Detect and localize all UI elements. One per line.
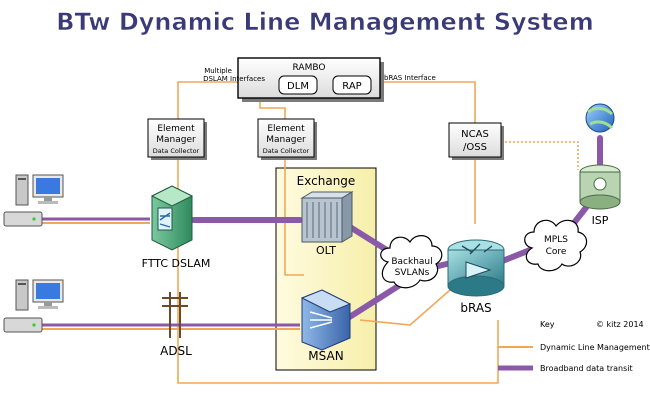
em2-line1: Element	[267, 124, 305, 134]
adsl-label: ADSL	[160, 344, 192, 358]
isp-icon	[579, 164, 621, 210]
modem-icon	[3, 317, 43, 333]
dlm-label: DLM	[287, 81, 309, 92]
rap-label: RAP	[342, 81, 361, 92]
mpls-line1: MPLS	[544, 235, 568, 245]
em2-line3: Data Collector	[263, 147, 310, 155]
key-dlm-label: Dynamic Line Management	[540, 343, 650, 352]
ncas-oss-box: NCAS /OSS	[448, 122, 504, 160]
cpe-computer-1	[3, 174, 64, 227]
em1-line2: Manager	[156, 135, 196, 145]
copyright-text: © kitz 2014	[596, 320, 644, 329]
mpls-line2: Core	[546, 247, 567, 257]
msan-icon	[300, 289, 352, 351]
exchange-label: Exchange	[297, 174, 356, 188]
mpls-cloud: MPLS Core	[524, 219, 588, 272]
element-manager-1: Element Manager Data Collector	[147, 118, 207, 160]
msan-label: MSAN	[308, 349, 343, 363]
dlm-box	[278, 75, 318, 95]
adsl-pole-icon	[162, 292, 188, 338]
dlm-lines	[177, 81, 579, 384]
bras-label: bRAS	[460, 301, 491, 315]
em1-line3: Data Collector	[153, 147, 200, 155]
key-broadband-label: Broadband data transit	[540, 364, 633, 373]
isp-label: ISP	[592, 214, 609, 227]
element-manager-2: Element Manager Data Collector	[257, 118, 317, 160]
cpe-computer-2	[3, 279, 64, 333]
bras-icon	[447, 239, 505, 297]
key-legend: Key © kitz 2014 Dynamic Line Management …	[498, 320, 650, 373]
em1-line1: Element	[157, 124, 195, 134]
rap-box	[332, 75, 372, 95]
fttc-dslam-icon	[150, 185, 194, 251]
multiple-dslam-annotation-2: DSLAM Interfaces	[203, 75, 265, 83]
em2-line2: Manager	[266, 135, 306, 145]
bras-interface-annotation: bRAS Interface	[384, 74, 436, 82]
modem-icon	[3, 211, 43, 227]
page-title: BTw Dynamic Line Management System	[56, 8, 593, 36]
olt-icon	[300, 191, 354, 243]
fttc-label: FTTC DSLAM	[142, 257, 211, 270]
ncas-line1: NCAS	[461, 129, 489, 140]
backhaul-line1: Backhaul	[391, 257, 432, 267]
ncas-line2: /OSS	[463, 142, 487, 153]
internet-globe-icon	[585, 103, 615, 133]
backhaul-cloud: Backhaul SVLANs	[380, 235, 443, 289]
rambo-label: RAMBO	[293, 63, 326, 73]
multiple-dslam-annotation-1: Multiple	[204, 67, 232, 75]
key-title: Key	[540, 320, 555, 329]
olt-label: OLT	[316, 244, 336, 257]
backhaul-line2: SVLANs	[395, 268, 430, 278]
rambo-box: RAMBO DLM RAP	[237, 57, 384, 102]
